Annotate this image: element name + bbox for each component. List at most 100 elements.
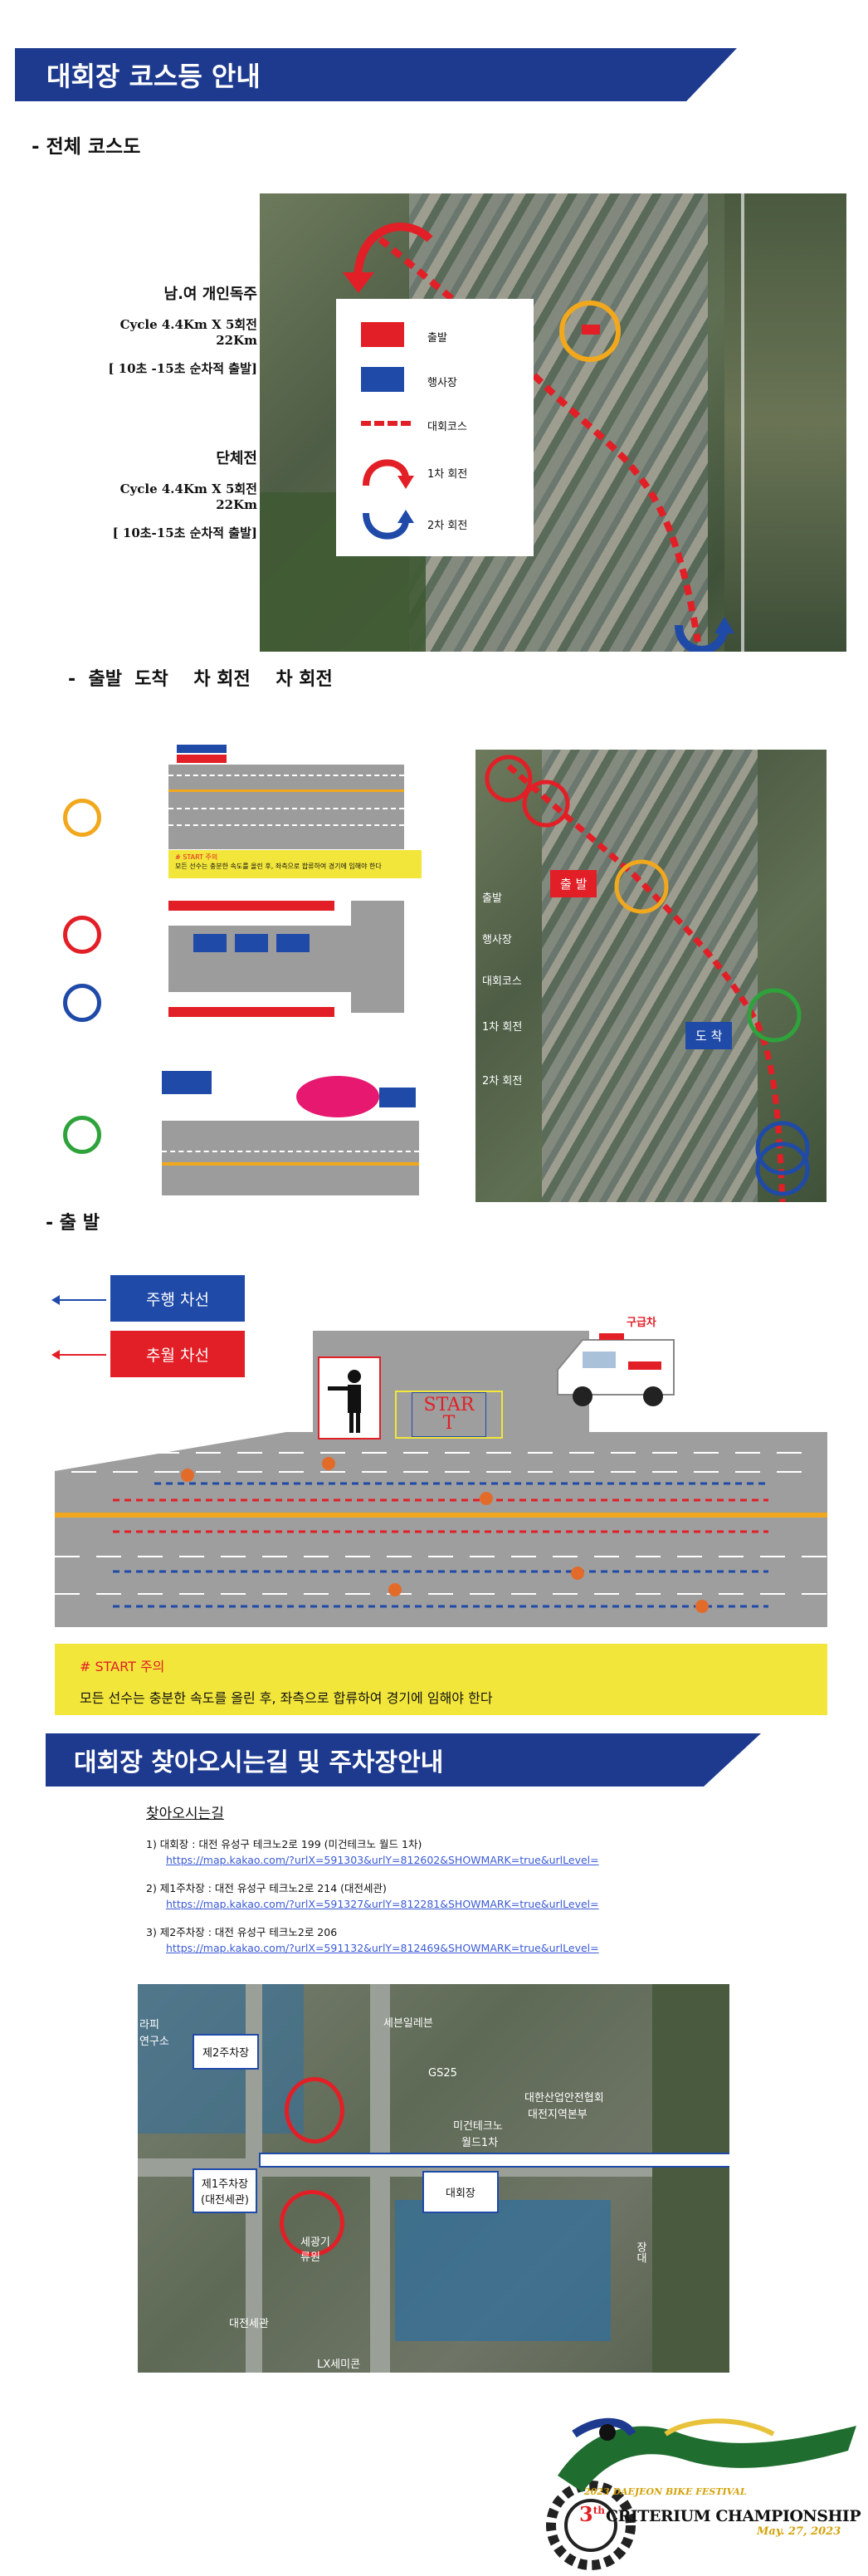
subtitle-start-finish: - 출발 도착 차 회전 차 회전 bbox=[68, 669, 333, 690]
finish-mini-diagram bbox=[162, 1071, 419, 1195]
start-notice-title: # START 주의 bbox=[80, 1659, 165, 1674]
flag-marshal-icon bbox=[328, 1370, 361, 1433]
direction-parking1-label: 2) 제1주차장 : 대전 유성구 테크노2로 214 (대전세관) bbox=[146, 1882, 387, 1894]
map-legend: 출발 행사장 대회코스 1차 회전 2차 회전 bbox=[336, 299, 534, 556]
direction-parking2-label: 3) 제2주차장 : 대전 유성구 테크노2로 206 bbox=[146, 1926, 338, 1938]
place-label: 대전지역본부 bbox=[528, 2109, 588, 2121]
start-mini-notice: # START 주의 모든 선수는 충분한 속도를 올린 후, 좌측으로 합류하… bbox=[168, 850, 422, 878]
legend-start-label: 출발 bbox=[427, 332, 447, 345]
team-title: 단체전 bbox=[216, 450, 257, 467]
start-banner-text: STAR T bbox=[412, 1392, 486, 1437]
map2-label-round1: 1차 회전 bbox=[482, 1021, 523, 1034]
championship-logo: 2023 DAEJEON BIKE FESTIVAL 3th CRITERIUM… bbox=[524, 2401, 865, 2571]
map2-label-course: 대회코스 bbox=[482, 975, 522, 988]
place-label: GS25 bbox=[428, 2067, 457, 2080]
ambulance-label: 구급차 bbox=[627, 1317, 656, 1329]
blue-circle-icon bbox=[63, 984, 101, 1022]
legend-course-icon bbox=[361, 421, 411, 426]
start-notice-text: 모든 선수는 충분한 속도를 올린 후, 좌측으로 합류하여 경기에 임해야 한… bbox=[80, 1690, 493, 1706]
drive-lane-arrow-icon bbox=[55, 1299, 106, 1301]
place-label: 대한산업안전협회 bbox=[524, 2092, 604, 2104]
subtitle-full-course: - 전체 코스도 bbox=[32, 136, 141, 158]
legend-venue-icon bbox=[361, 367, 404, 392]
place-label: 세븐일레븐 bbox=[383, 2017, 433, 2030]
logo-festival: 2023 DAEJEON BIKE FESTIVAL bbox=[584, 2486, 747, 2497]
ambulance-icon bbox=[557, 1333, 675, 1406]
directions-list: 1) 대회장 : 대전 유성구 테크노2로 199 (미건테크노 월드 1차) … bbox=[146, 1836, 835, 1956]
place-label: 대전세관 bbox=[229, 2318, 269, 2330]
pass-lane-arrowhead-icon bbox=[51, 1350, 60, 1360]
place-label: 월드1차 bbox=[461, 2137, 499, 2149]
legend-round1-label: 1차 회전 bbox=[427, 468, 468, 481]
directions-subtitle: 찾아오시는길 bbox=[146, 1806, 224, 1822]
marshal-sign bbox=[318, 1356, 381, 1440]
section-title-directions: 대회장 찾아오시는길 및 주차장안내 bbox=[74, 1748, 444, 1777]
team-cycle: Cycle 4.4Km X 5회전 22Km bbox=[119, 481, 257, 512]
map2-start-label: 출 발 bbox=[550, 870, 597, 897]
direction-item: 3) 제2주차장 : 대전 유성구 테크노2로 206 https://map.… bbox=[146, 1924, 835, 1956]
team-start: [ 10초-15초 순차적 출발] bbox=[112, 525, 257, 540]
place-label: LX세미콘 bbox=[317, 2358, 361, 2371]
green-circle-icon bbox=[63, 1116, 101, 1154]
drive-lane-label: 주행 차선 bbox=[110, 1275, 245, 1322]
yellow-circle-icon bbox=[63, 799, 101, 837]
direction-venue-link[interactable]: https://map.kakao.com/?urlX=591303&urlY=… bbox=[166, 1854, 599, 1866]
pass-lane-arrow-icon bbox=[55, 1354, 106, 1356]
course-route bbox=[343, 222, 734, 652]
legend-venue-label: 행사장 bbox=[427, 377, 457, 389]
start-mini-diagram bbox=[168, 741, 404, 849]
cyclist-gear-logo-icon bbox=[546, 2417, 856, 2570]
parking1-label: 제1주차장 (대전세관) bbox=[193, 2168, 257, 2213]
place-label: 장대 bbox=[634, 2241, 646, 2263]
red-arc-arrow-icon bbox=[363, 459, 414, 489]
start-mini-notice-title: # START 주의 bbox=[175, 853, 218, 861]
logo-date: May. 27, 2023 bbox=[757, 2525, 841, 2538]
subtitle-start: - 출 발 bbox=[46, 1213, 100, 1234]
lane-markings bbox=[55, 1452, 827, 1613]
map2-finish-label: 도 착 bbox=[685, 1022, 733, 1049]
direction-item: 1) 대회장 : 대전 유성구 테크노2로 199 (미건테크노 월드 1차) … bbox=[146, 1836, 835, 1868]
legend-start-icon bbox=[361, 322, 404, 347]
place-label: 류원 bbox=[300, 2251, 320, 2264]
parking1-circle-icon bbox=[280, 2190, 344, 2256]
direction-item: 2) 제1주차장 : 대전 유성구 테크노2로 214 (대전세관) https… bbox=[146, 1880, 835, 1912]
map2-label-venue: 행사장 bbox=[482, 934, 512, 946]
place-label: 미건테크노 bbox=[453, 2120, 503, 2133]
parking2-circle-icon bbox=[285, 2077, 344, 2143]
logo-edition-suffix: th bbox=[592, 2505, 605, 2516]
section-title: 대회장 코스등 안내 bbox=[46, 61, 261, 92]
individual-race-info: 남.여 개인독주 Cycle 4.4Km X 5회전 22Km [ 10초 -1… bbox=[75, 282, 257, 377]
place-label: 연구소 bbox=[139, 2036, 169, 2048]
logo-edition: 3th bbox=[579, 2502, 605, 2526]
individual-start: [ 10초 -15초 순차적 출발] bbox=[108, 361, 257, 376]
direction-parking2-link[interactable]: https://map.kakao.com/?urlX=591132&urlY=… bbox=[166, 1942, 599, 1954]
legend-course-label: 대회코스 bbox=[427, 421, 467, 433]
map2-label-round2: 2차 회전 bbox=[482, 1075, 523, 1088]
direction-parking1-link[interactable]: https://map.kakao.com/?urlX=591327&urlY=… bbox=[166, 1898, 599, 1910]
individual-title: 남.여 개인독주 bbox=[163, 286, 257, 303]
direction-venue-label: 1) 대회장 : 대전 유성구 테크노2로 199 (미건테크노 월드 1차) bbox=[146, 1838, 422, 1850]
parking-satellite-map: 제2주차장 제1주차장 (대전세관) 대회장 라피 연구소 세븐일레븐 GS25… bbox=[138, 1984, 729, 2373]
pass-lane-label: 추월 차선 bbox=[110, 1331, 245, 1377]
logo-edition-number: 3 bbox=[579, 2502, 593, 2526]
logo-title: CRITERIUM CHAMPIONSHIP bbox=[606, 2507, 861, 2525]
section-banner-course: 대회장 코스등 안내 bbox=[15, 48, 737, 101]
section-banner-directions: 대회장 찾아오시는길 및 주차장안내 bbox=[46, 1733, 761, 1787]
parking2-label: 제2주차장 bbox=[193, 2034, 260, 2070]
team-race-info: 단체전 Cycle 4.4Km X 5회전 22Km [ 10초-15초 순차적… bbox=[75, 447, 257, 541]
start-mini-notice-text: 모든 선수는 충분한 속도를 올린 후, 좌측으로 합류하여 경기에 임해야 한… bbox=[175, 863, 382, 870]
turn-mini-diagram bbox=[168, 901, 404, 1025]
course-satellite-map: 출발 행사장 대회코스 1차 회전 2차 회전 bbox=[260, 193, 846, 652]
blue-arc-arrow-icon bbox=[363, 510, 414, 540]
individual-cycle: Cycle 4.4Km X 5회전 22Km bbox=[119, 317, 257, 348]
start-finish-map: 출 발 도 착 출발 행사장 대회코스 1차 회전 2차 회전 bbox=[475, 750, 827, 1202]
map2-label-start: 출발 bbox=[482, 892, 502, 905]
legend-round2-label: 2차 회전 bbox=[427, 520, 468, 532]
drive-lane-arrowhead-icon bbox=[51, 1295, 60, 1305]
start-notice: # START 주의 모든 선수는 충분한 속도를 올린 후, 좌측으로 합류하… bbox=[55, 1644, 827, 1715]
place-label: 라피 bbox=[139, 2019, 159, 2031]
place-label: 세광기 bbox=[300, 2236, 330, 2249]
venue-label: 대회장 bbox=[422, 2171, 499, 2213]
start-banner: STAR T bbox=[395, 1391, 503, 1439]
red-circle-icon bbox=[63, 916, 101, 954]
